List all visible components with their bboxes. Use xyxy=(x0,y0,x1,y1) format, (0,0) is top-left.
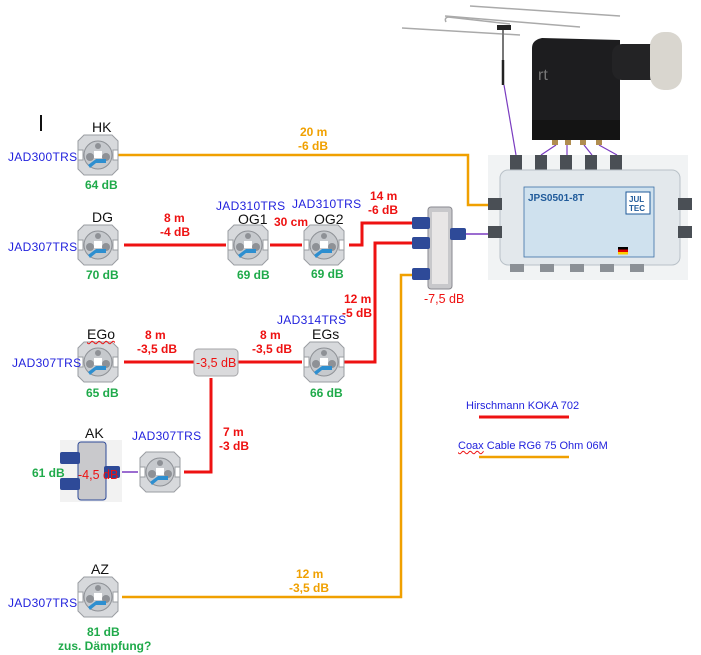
socket-dg[interactable] xyxy=(76,223,120,267)
cable-split-egs-loss: -3,5 dB xyxy=(252,342,293,356)
cable-dg-length: 8 m xyxy=(164,211,185,225)
svg-text:JUL: JUL xyxy=(629,195,644,204)
cable-ak-loss: -3 dB xyxy=(219,439,249,453)
socket-egs[interactable] xyxy=(302,340,346,384)
level-ak: 61 dB xyxy=(32,466,65,480)
ak-splitter-loss: -4,5 dB xyxy=(78,468,119,482)
socket-og2[interactable] xyxy=(302,223,346,267)
svg-text:TEC: TEC xyxy=(629,204,645,213)
room-label-dg: DG xyxy=(92,209,113,225)
note-az: zus. Dämpfung? xyxy=(58,639,152,653)
eg-splitter-loss: -3,5 dB xyxy=(196,356,237,370)
room-label-ak: AK xyxy=(85,425,104,441)
cable-egs-length: 12 m xyxy=(344,292,372,306)
cable-az-length: 12 m xyxy=(296,567,324,581)
cable-dg-loss: -4 dB xyxy=(160,225,190,239)
wall-socket-icon xyxy=(227,224,269,266)
cable-og2-splitter xyxy=(349,221,414,247)
cable-ego-length: 8 m xyxy=(145,328,166,342)
cable-ego-loss: -3,5 dB xyxy=(137,342,178,356)
ak-splitter-icon xyxy=(60,440,122,502)
socket-og1[interactable] xyxy=(226,223,270,267)
legend-coax: Coax Cable RG6 75 Ohm 06M xyxy=(458,439,608,453)
model-label-ak: JAD307TRS xyxy=(132,429,202,443)
lnb-icon: rt xyxy=(532,32,682,145)
cable-split-ak xyxy=(184,378,213,474)
multiswitch-icon xyxy=(488,155,692,280)
level-hk: 64 dB xyxy=(85,178,118,192)
model-label-og2: JAD310TRS xyxy=(292,197,362,211)
legend-coax-rest: Cable RG6 75 Ohm 06M xyxy=(483,440,608,452)
cable-egs-loss: -5 dB xyxy=(342,306,372,320)
room-label-og1: OG1 xyxy=(238,211,268,227)
cable-egs-splitter xyxy=(336,241,414,364)
eg-splitter-icon xyxy=(193,348,239,377)
model-label-ego: JAD307TRS xyxy=(12,356,82,370)
cable-az xyxy=(122,273,414,599)
model-label-hk: JAD300TRS xyxy=(8,150,78,164)
wall-socket-icon xyxy=(77,576,119,618)
cable-ak-length: 7 m xyxy=(223,425,244,439)
cable-og2-loss: -6 dB xyxy=(368,203,398,217)
cable-hk-length: 20 m xyxy=(300,125,328,139)
level-az: 81 dB xyxy=(87,625,120,639)
wall-socket-icon xyxy=(303,341,345,383)
room-label-og2: OG2 xyxy=(314,211,344,227)
cable-az-loss: -3,5 dB xyxy=(289,581,330,595)
room-label-ego: EGo xyxy=(87,326,116,342)
level-egs: 66 dB xyxy=(310,386,343,400)
model-label-og1: JAD310TRS xyxy=(216,199,286,213)
legend-hirschmann: Hirschmann KOKA 702 xyxy=(466,400,580,412)
wall-socket-icon xyxy=(77,224,119,266)
wall-socket-icon xyxy=(303,224,345,266)
cable-og1-og2-length: 30 cm xyxy=(274,215,309,229)
socket-hk[interactable] xyxy=(76,133,120,177)
wall-socket-icon xyxy=(77,341,119,383)
model-label-az: JAD307TRS xyxy=(8,596,78,610)
svg-text:rt: rt xyxy=(538,67,548,84)
wall-socket-icon xyxy=(77,134,119,176)
main-splitter-icon xyxy=(412,206,466,290)
text-cursor xyxy=(40,115,42,131)
wall-socket-icon xyxy=(139,451,181,493)
room-label-egs: EGs xyxy=(312,326,340,342)
multiswitch-model: JPS0501-8T xyxy=(528,193,584,204)
room-label-hk: HK xyxy=(92,119,112,135)
model-label-egs: JAD314TRS xyxy=(277,313,347,327)
antenna-icon xyxy=(401,5,621,85)
cable-split-egs-length: 8 m xyxy=(260,328,281,342)
legend-coax-word: Coax xyxy=(458,440,484,452)
cable-og2-length: 14 m xyxy=(370,189,398,203)
level-og1: 69 dB xyxy=(237,268,270,282)
room-label-az: AZ xyxy=(91,561,109,577)
socket-ak[interactable] xyxy=(138,450,182,494)
main-splitter-loss: -7,5 dB xyxy=(424,292,465,306)
level-ego: 65 dB xyxy=(86,386,119,400)
socket-az[interactable] xyxy=(76,575,120,619)
level-og2: 69 dB xyxy=(311,267,344,281)
cable-hk xyxy=(118,153,490,207)
level-dg: 70 dB xyxy=(86,268,119,282)
model-label-dg: JAD307TRS xyxy=(8,240,78,254)
cable-hk-loss: -6 dB xyxy=(298,139,328,153)
socket-ego[interactable] xyxy=(76,340,120,384)
